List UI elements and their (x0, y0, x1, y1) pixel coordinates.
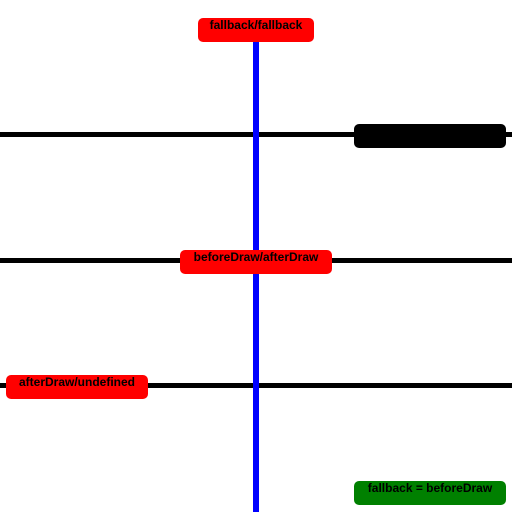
label-center-text: beforeDraw/afterDraw (193, 250, 319, 264)
label-bottom-right-text: fallback = beforeDraw (367, 481, 493, 495)
label-center: beforeDraw/afterDraw (180, 250, 332, 274)
label-left: afterDraw/undefined (6, 375, 148, 399)
label-top-text: fallback/fallback (209, 18, 303, 32)
label-left-text: afterDraw/undefined (18, 375, 135, 389)
label-bottom-right: fallback = beforeDraw (354, 481, 506, 505)
label-right-upper-text: afterDraw/beforeDraw (367, 124, 493, 138)
label-right-upper: afterDraw/beforeDraw (354, 124, 506, 148)
label-top: fallback/fallback (198, 18, 314, 42)
